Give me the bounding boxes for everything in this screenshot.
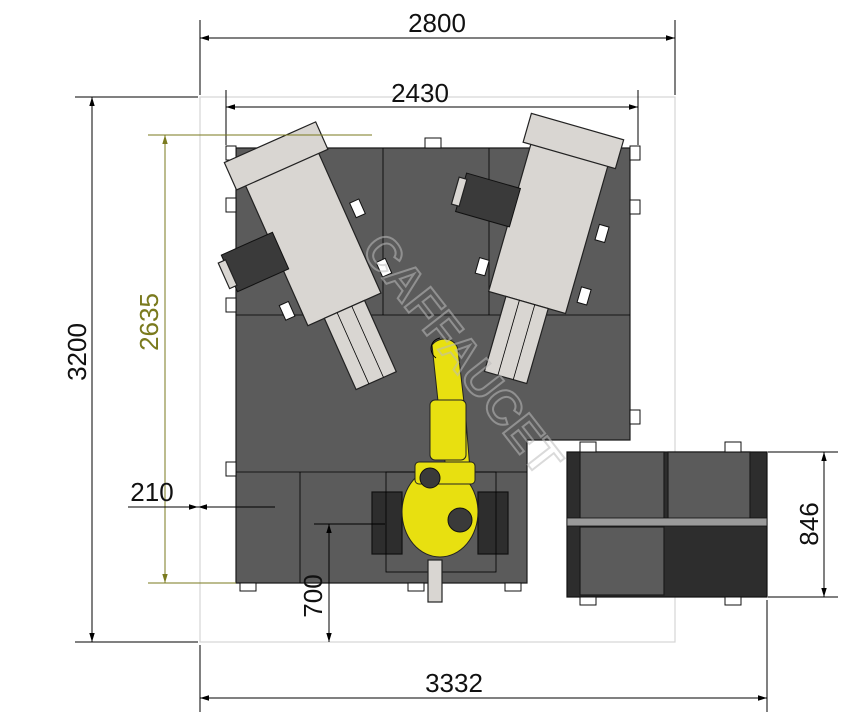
dim-overall-width-label: 2800 — [408, 8, 466, 38]
dim-side-offset: 210 — [128, 477, 275, 510]
dim-bottom-offset-label: 700 — [298, 574, 328, 617]
right-motor — [450, 172, 522, 228]
robot-arm — [401, 337, 479, 603]
dim-conveyor-depth: 846 — [768, 451, 838, 598]
dim-overall-height: 3200 — [62, 96, 198, 643]
dim-conveyor-depth-label: 846 — [794, 502, 824, 545]
conveyor-unit — [566, 441, 768, 606]
dim-overall-width: 2800 — [199, 8, 676, 95]
cell-boundary — [199, 96, 676, 643]
dim-inner-height-label: 2635 — [134, 293, 164, 351]
dim-total-length: 3332 — [199, 600, 768, 712]
dim-total-length-label: 3332 — [425, 668, 483, 698]
left-machine — [223, 121, 398, 391]
robot-base — [371, 471, 509, 573]
left-motor — [217, 231, 290, 293]
dim-bottom-offset: 700 — [298, 523, 385, 642]
dim-inner-width-label: 2430 — [391, 78, 449, 108]
dim-inner-width: 2430 — [225, 78, 639, 145]
dim-side-offset-label: 210 — [130, 477, 173, 507]
dim-inner-height: 2635 — [134, 134, 372, 584]
dim-overall-height-label: 3200 — [62, 323, 92, 381]
mounting-feet — [225, 137, 641, 592]
